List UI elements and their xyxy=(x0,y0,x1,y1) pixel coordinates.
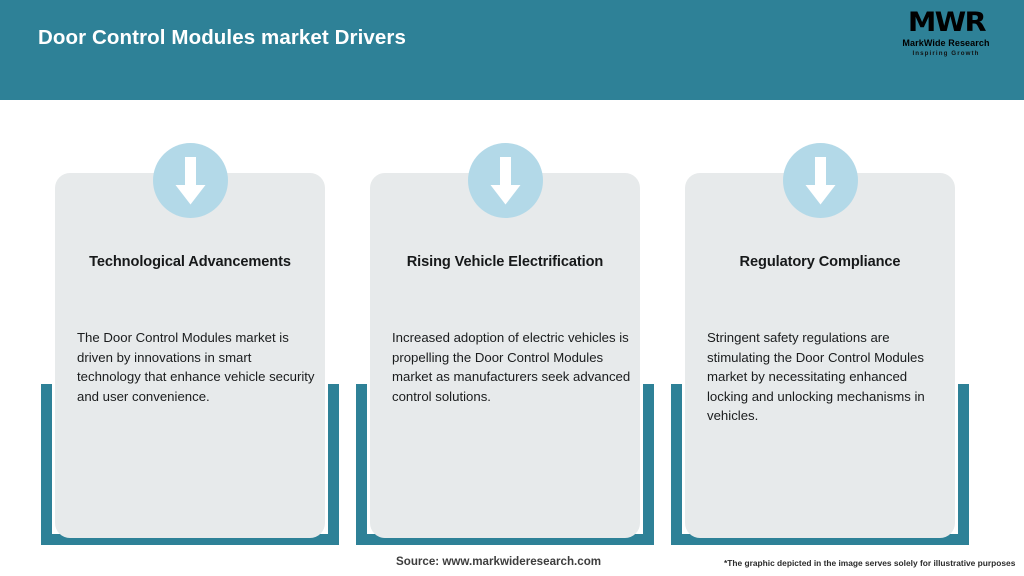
card-accent-frame xyxy=(671,384,969,545)
driver-card-3: Regulatory Compliance Stringent safety r… xyxy=(670,100,970,545)
header-bar xyxy=(0,0,1024,100)
card-panel: Regulatory Compliance Stringent safety r… xyxy=(685,173,955,538)
card-body-text: The Door Control Modules market is drive… xyxy=(77,330,315,404)
down-arrow-icon xyxy=(175,157,206,205)
logo-monogram-mwr: MWR xyxy=(907,7,986,38)
disclaimer-label: *The graphic depicted in the image serve… xyxy=(724,558,1016,568)
card-panel: Technological Advancements The Door Cont… xyxy=(55,173,325,538)
card-body-text: Increased adoption of electric vehicles … xyxy=(392,330,631,404)
driver-card-1: Technological Advancements The Door Cont… xyxy=(40,100,340,545)
logo-tagline: Inspiring Growth xyxy=(912,50,980,57)
down-arrow-badge xyxy=(468,143,543,218)
card-title: Regulatory Compliance xyxy=(739,254,901,270)
down-arrow-badge xyxy=(783,143,858,218)
card-title: Rising Vehicle Electrification xyxy=(406,254,604,270)
logo-company-name: MarkWide Research xyxy=(902,38,990,48)
card-panel: Rising Vehicle Electrification Increased… xyxy=(370,173,640,538)
card-accent-frame xyxy=(41,384,339,545)
driver-cards-row: Technological Advancements The Door Cont… xyxy=(0,100,1024,545)
down-arrow-badge xyxy=(153,143,228,218)
down-arrow-icon xyxy=(805,157,836,205)
down-arrow-icon xyxy=(490,157,521,205)
source-label: Source: www.markwideresearch.com xyxy=(396,555,602,568)
driver-card-2: Rising Vehicle Electrification Increased… xyxy=(355,100,655,545)
card-body-text: Stringent safety regulations are stimula… xyxy=(707,330,925,424)
markwide-research-logo: MWR MarkWide Research Inspiring Growth xyxy=(890,8,1002,64)
card-title: Technological Advancements xyxy=(89,254,291,270)
page-title: Door Control Modules market Drivers xyxy=(38,26,407,49)
card-accent-frame xyxy=(356,384,654,545)
